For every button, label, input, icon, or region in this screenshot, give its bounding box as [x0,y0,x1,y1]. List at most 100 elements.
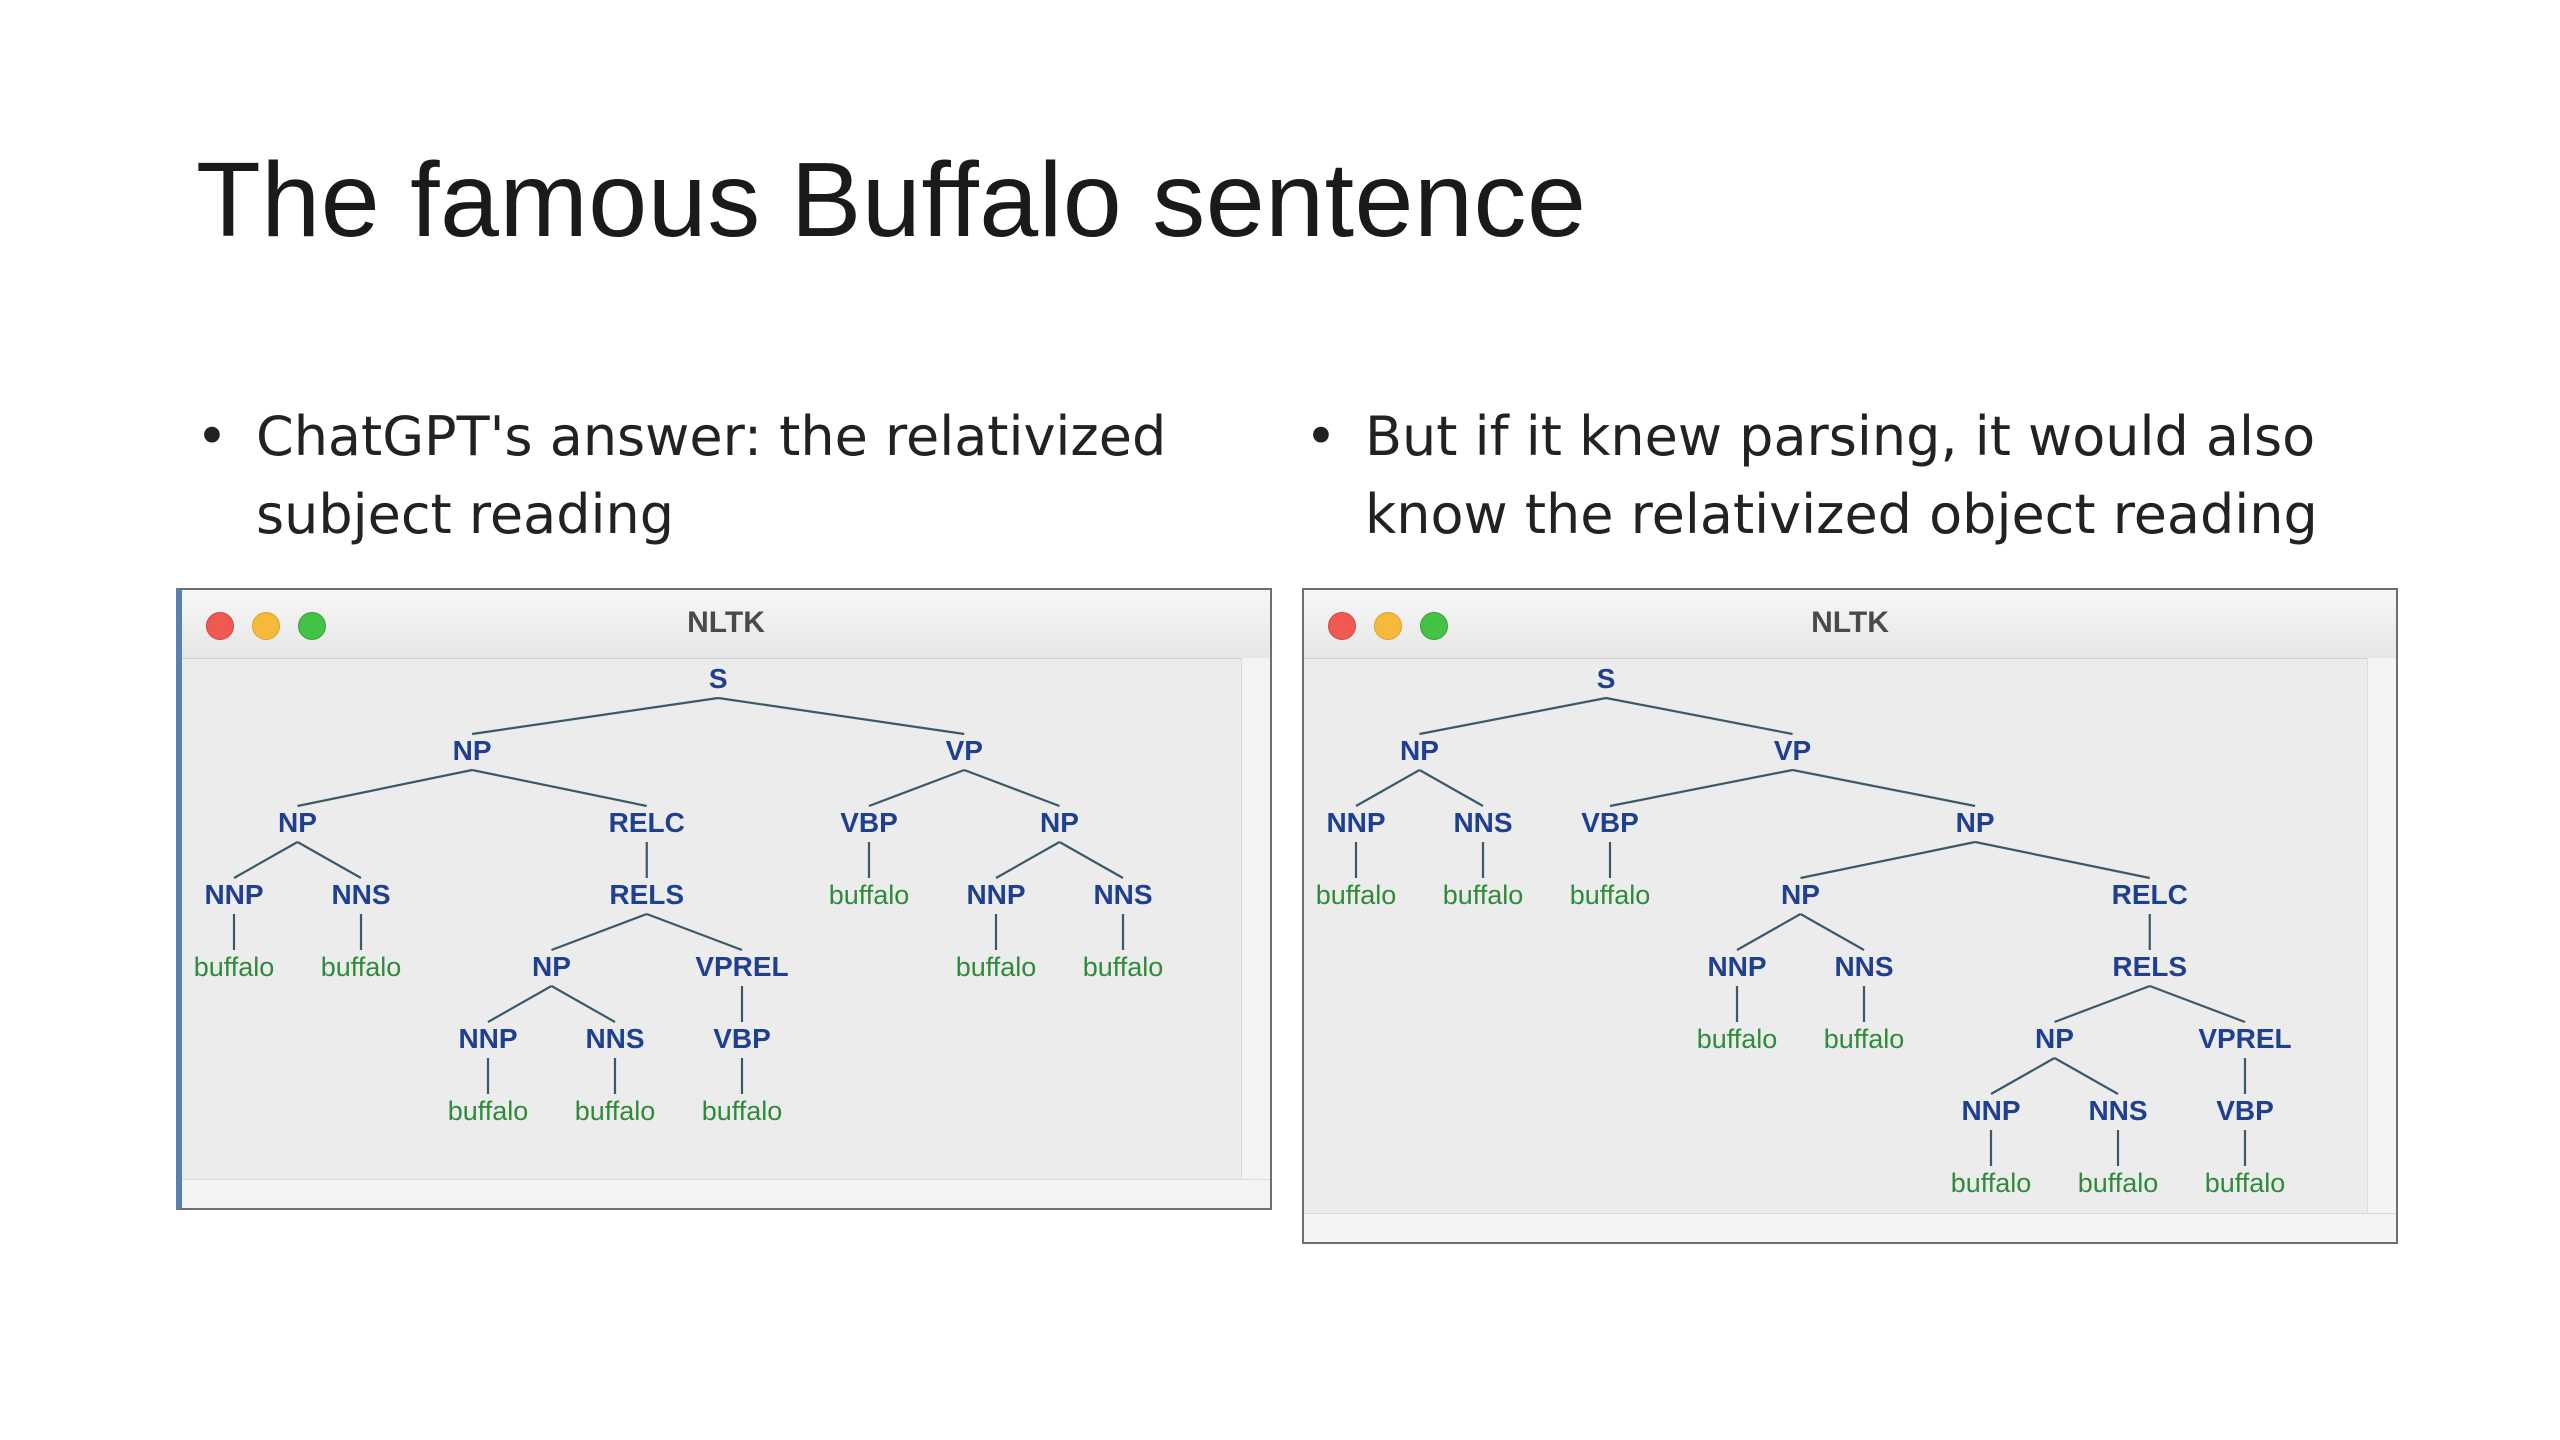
tree-edge [1736,913,1802,951]
tree-node-vbp: VBP [840,807,898,838]
tree-edge [2054,984,2151,1024]
vertical-scrollbar[interactable] [1241,658,1270,1180]
close-icon[interactable] [206,612,234,640]
parse-tree-object: SNPNNPbuffaloNNSbuffaloVPVBPbuffaloNPNPN… [1316,663,2292,1198]
tree-edge [2149,984,2246,1024]
tree-node-relc: RELC [2112,879,2188,910]
tree-edge [471,696,719,736]
slide-title: The famous Buffalo sentence [196,141,1587,259]
tree-leaf-word: buffalo [1316,880,1397,910]
window-title: NLTK [1811,606,1889,639]
tree-edge [1419,696,1607,736]
bullet-subject-reading: • ChatGPT's answer: the relativized subj… [196,398,1246,558]
tree-edge [1355,769,1421,807]
tree-leaf-word: buffalo [575,1096,656,1126]
tree-leaf-word: buffalo [1697,1024,1778,1054]
tree-node-vbp: VBP [2216,1095,2274,1126]
tree-node-nns: NNS [1453,807,1512,838]
close-icon[interactable] [1328,612,1356,640]
tree-leaf-word: buffalo [1083,952,1164,982]
tree-edge [471,768,647,808]
tree-edge [487,985,553,1023]
tree-edge [233,841,299,879]
tree-node-nnp: NNP [204,879,263,910]
tree-node-relc: RELC [609,807,685,838]
tree-node-nnp: NNP [966,879,1025,910]
tree-node-np: NP [1781,879,1820,910]
tree-node-nnp: NNP [1961,1095,2020,1126]
tree-edge [718,696,965,736]
bullet-object-reading: • But if it knew parsing, it would also … [1305,398,2455,558]
window-titlebar[interactable]: NLTK [182,590,1270,659]
tree-node-nns: NNS [585,1023,644,1054]
tree-edge [963,768,1060,808]
tree-edge [1799,913,1865,951]
tree-node-vprel: VPREL [2198,1023,2291,1054]
minimize-icon[interactable] [1374,612,1402,640]
tree-edge [1800,840,1976,880]
tree-node-np: NP [453,735,492,766]
tree-node-vp: VP [1774,735,1811,766]
tree-node-rels: RELS [609,879,684,910]
tree-leaf-word: buffalo [321,952,402,982]
tree-leaf-word: buffalo [1570,880,1651,910]
parse-tree-subject: SNPNPNNPbuffaloNNSbuffaloRELCRELSNPNNPbu… [194,663,1164,1126]
tree-node-nns: NNS [2088,1095,2147,1126]
tree-node-nnp: NNP [1326,807,1385,838]
bullet-text-line1: But if it knew parsing, it would also [1365,405,2316,468]
tree-node-vbp: VBP [1581,807,1639,838]
tree-leaf-word: buffalo [829,880,910,910]
tree-node-vp: VP [946,735,983,766]
tree-leaf-word: buffalo [1443,880,1524,910]
tree-leaf-word: buffalo [448,1096,529,1126]
tree-leaf-word: buffalo [2205,1168,2286,1198]
bullet-dot: • [1305,405,1337,468]
tree-node-nns: NNS [331,879,390,910]
vertical-scrollbar[interactable] [2367,658,2396,1214]
tree-leaf-word: buffalo [1951,1168,2032,1198]
tree-edge [550,985,616,1023]
tree-node-np: NP [2035,1023,2074,1054]
tree-edge [1974,840,2150,880]
tree-node-nnp: NNP [1707,951,1766,982]
tree-node-np: NP [278,807,317,838]
tree-leaf-word: buffalo [2078,1168,2159,1198]
window-title: NLTK [687,606,765,639]
tree-node-nns: NNS [1093,879,1152,910]
window-titlebar[interactable]: NLTK [1304,590,2396,659]
tree-leaf-word: buffalo [702,1096,783,1126]
tree-node-vprel: VPREL [695,951,788,982]
horizontal-scrollbar[interactable] [182,1179,1270,1208]
tree-edge [551,912,648,952]
tree-edge [297,768,473,808]
tree-node-vbp: VBP [713,1023,771,1054]
bullet-text-line2: know the relativized object reading [1365,483,2318,546]
tree-node-s: S [1597,663,1616,694]
horizontal-scrollbar[interactable] [1304,1213,2396,1242]
tree-edge [646,912,743,952]
tree-edge [1990,1057,2056,1095]
bullet-dot: • [196,405,228,468]
tree-edge [1418,769,1484,807]
tree-node-np: NP [1040,807,1079,838]
minimize-icon[interactable] [252,612,280,640]
tree-edge [868,768,965,808]
bullet-text-line1: ChatGPT's answer: the relativized [256,405,1167,468]
tree-node-np: NP [1956,807,1995,838]
zoom-icon[interactable] [298,612,326,640]
tree-edge [1609,768,1793,808]
tree-edge [296,841,362,879]
tree-edge [1792,768,1976,808]
zoom-icon[interactable] [1420,612,1448,640]
tree-node-s: S [709,663,728,694]
tree-node-rels: RELS [2112,951,2187,982]
bullet-text-line2: subject reading [256,483,674,546]
tree-node-np: NP [1400,735,1439,766]
tree-leaf-word: buffalo [194,952,275,982]
tree-node-nnp: NNP [458,1023,517,1054]
tree-edge [2053,1057,2119,1095]
